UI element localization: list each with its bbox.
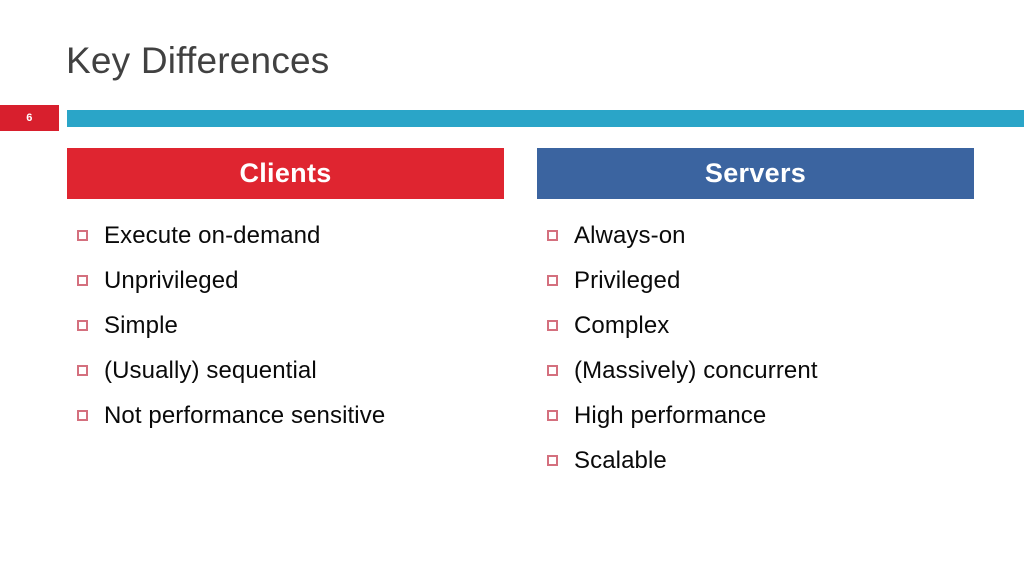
square-bullet-icon	[77, 320, 88, 331]
column-servers: Servers Always-on Privileged Complex (Ma…	[537, 148, 974, 483]
list-item-label: Privileged	[574, 266, 681, 294]
list-item-label: Simple	[104, 311, 178, 339]
bullet-list-clients: Execute on-demand Unprivileged Simple (U…	[67, 213, 504, 438]
square-bullet-icon	[547, 230, 558, 241]
square-bullet-icon	[547, 455, 558, 466]
list-item: High performance	[537, 393, 974, 438]
square-bullet-icon	[547, 320, 558, 331]
column-header-servers: Servers	[537, 148, 974, 199]
list-item-label: (Massively) concurrent	[574, 356, 818, 384]
square-bullet-icon	[77, 365, 88, 376]
square-bullet-icon	[77, 410, 88, 421]
square-bullet-icon	[547, 275, 558, 286]
list-item: (Massively) concurrent	[537, 348, 974, 393]
list-item: Not performance sensitive	[67, 393, 504, 438]
column-clients: Clients Execute on-demand Unprivileged S…	[67, 148, 504, 438]
square-bullet-icon	[547, 365, 558, 376]
column-header-clients: Clients	[67, 148, 504, 199]
square-bullet-icon	[77, 275, 88, 286]
page-title: Key Differences	[66, 40, 330, 81]
list-item: (Usually) sequential	[67, 348, 504, 393]
list-item-label: (Usually) sequential	[104, 356, 317, 384]
bullet-list-servers: Always-on Privileged Complex (Massively)…	[537, 213, 974, 483]
list-item-label: Unprivileged	[104, 266, 239, 294]
list-item: Privileged	[537, 258, 974, 303]
list-item: Scalable	[537, 438, 974, 483]
list-item-label: High performance	[574, 401, 767, 429]
list-item-label: Not performance sensitive	[104, 401, 386, 429]
list-item: Unprivileged	[67, 258, 504, 303]
title-divider-bar	[67, 110, 1024, 127]
list-item: Complex	[537, 303, 974, 348]
list-item: Simple	[67, 303, 504, 348]
list-item-label: Scalable	[574, 446, 667, 474]
list-item: Always-on	[537, 213, 974, 258]
square-bullet-icon	[547, 410, 558, 421]
list-item: Execute on-demand	[67, 213, 504, 258]
list-item-label: Always-on	[574, 221, 686, 249]
list-item-label: Execute on-demand	[104, 221, 321, 249]
list-item-label: Complex	[574, 311, 670, 339]
square-bullet-icon	[77, 230, 88, 241]
slide-number-badge: 6	[0, 105, 59, 131]
